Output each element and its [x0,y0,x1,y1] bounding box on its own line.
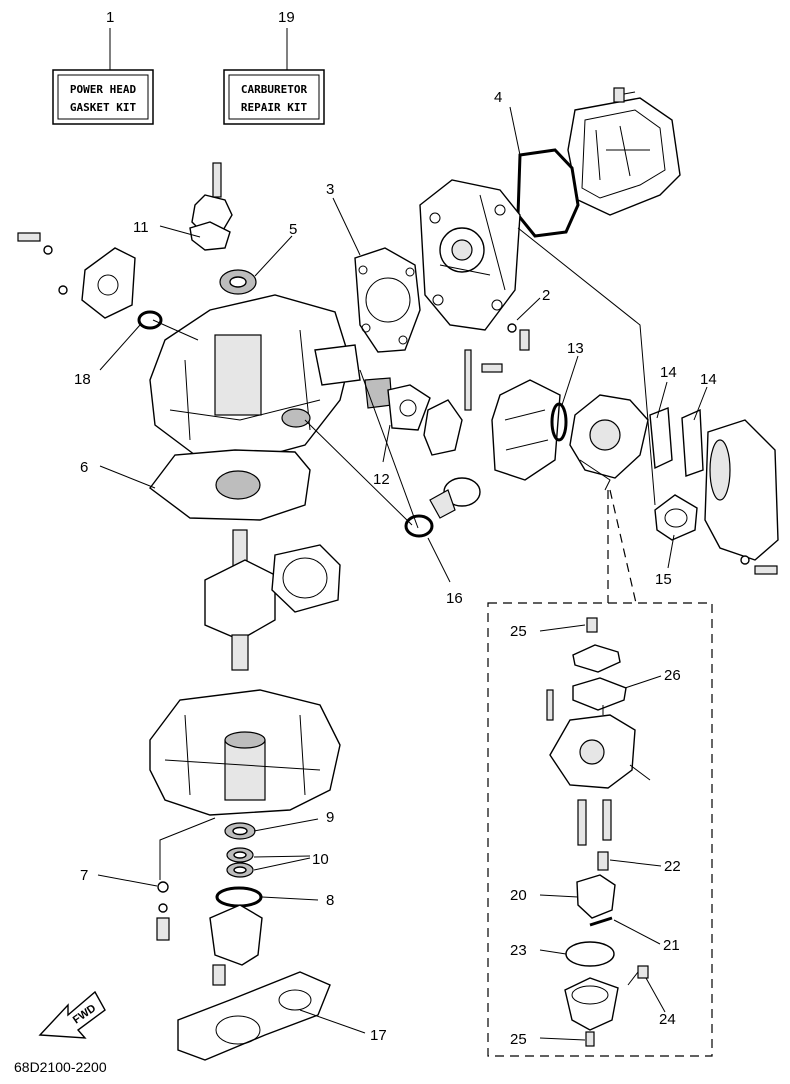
callout-11: 11 [133,219,149,236]
piston[interactable] [271,544,341,613]
callout-4: 4 [494,89,502,106]
lower-gasket-17[interactable] [177,971,331,1061]
kit-number: 1 [106,9,114,26]
callout-10: 10 [312,851,329,868]
float-chamber-gasket-23[interactable] [565,941,615,967]
oil-seals-10[interactable] [226,847,254,878]
cylinder-head[interactable] [419,179,530,351]
lower-crankcase[interactable] [149,689,341,816]
base-gasket[interactable] [149,449,311,521]
o-ring-16[interactable] [404,514,434,538]
washer-7[interactable] [156,881,170,941]
carb-body[interactable] [546,689,651,789]
main-jet[interactable] [577,799,612,846]
callout-5: 5 [289,221,297,238]
callout-8: 8 [326,892,334,909]
callout-25a: 25 [510,623,527,640]
drain-screw-24[interactable] [627,965,649,986]
float-20[interactable] [576,874,616,919]
callout-25b: 25 [510,1031,527,1048]
crankshaft[interactable] [204,529,276,671]
carburetor[interactable] [569,394,649,491]
exhaust-manifold[interactable] [704,419,779,575]
callout-6: 6 [80,459,88,476]
thermostat-gasket[interactable] [189,221,231,251]
needle-valve-22[interactable] [597,851,609,871]
intake-box[interactable] [491,379,561,481]
float-chamber[interactable] [564,977,619,1031]
callout-20: 20 [510,887,527,904]
float-chamber-screw-bottom[interactable] [585,1031,595,1047]
cylinder-block[interactable] [149,294,361,461]
diagram-code: 68D2100-2200 [14,1059,107,1075]
spacer-12[interactable] [364,349,503,456]
o-ring-18[interactable] [137,310,163,330]
o-ring-8[interactable] [215,886,263,908]
float-pin-21[interactable] [589,916,613,927]
gasket-15[interactable] [654,494,698,541]
fuel-filter[interactable] [429,477,481,519]
o-ring-13[interactable] [550,402,568,442]
callout-16: 16 [446,590,463,607]
kit-line2: REPAIR KIT [241,101,308,114]
callout-2: 2 [542,287,550,304]
oil-seal[interactable] [219,269,257,295]
carb-gasket-26[interactable] [572,677,627,711]
kit-line2: GASKET KIT [70,101,137,114]
carburetor-detail-box [487,602,713,1057]
callout-22: 22 [664,858,681,875]
callout-18: 18 [74,371,91,388]
fuel-pump-left[interactable] [17,232,136,319]
kit-number: 19 [278,9,295,26]
callout-26: 26 [664,667,681,684]
callout-7: 7 [80,867,88,884]
callout-9: 9 [326,809,334,826]
water-tube-housing[interactable] [209,904,263,986]
callout-17: 17 [370,1027,387,1044]
callout-21: 21 [663,937,680,954]
kit-carburetor-repair[interactable]: 19 CARBURETOR REPAIR KIT [223,9,325,125]
gasket-14b[interactable] [681,408,704,477]
callout-13: 13 [567,340,584,357]
gasket-14a[interactable] [649,407,673,470]
head-gasket[interactable] [354,247,421,353]
carb-top-cover[interactable] [572,644,621,673]
kit-line1: POWER HEAD [70,83,137,96]
callout-24: 24 [659,1011,676,1028]
leader-lines [97,106,708,1041]
kit-line1: CARBURETOR [241,83,308,96]
callout-3: 3 [326,181,334,198]
float-chamber-screw-top[interactable] [586,617,598,633]
oil-seal-9[interactable] [224,822,256,840]
callout-14a: 14 [660,364,677,381]
callout-14b: 14 [700,371,717,388]
callout-23: 23 [510,942,527,959]
head-cover-gasket[interactable] [516,148,580,238]
callout-15: 15 [655,571,672,588]
kit-power-head-gasket[interactable]: 1 POWER HEAD GASKET KIT [52,9,154,125]
cylinder-head-cover[interactable] [567,87,681,216]
fwd-arrow-icon: FWD [38,990,106,1039]
callout-numbers: 4 3 5 11 2 13 18 14 14 12 6 15 16 9 10 7… [74,89,717,1048]
callout-12: 12 [373,471,390,488]
